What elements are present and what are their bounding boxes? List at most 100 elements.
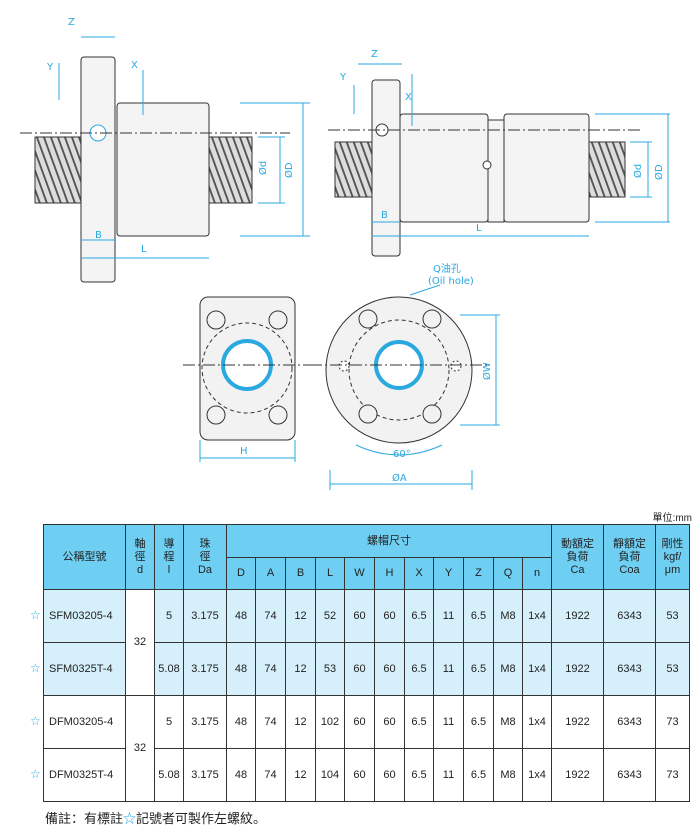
- unit-label: 單位:mm: [652, 513, 692, 524]
- header-H: H: [374, 557, 405, 590]
- single-nut-side-view: [20, 56, 290, 283]
- cell-X: 6.5: [404, 589, 434, 643]
- dim-h-label: H: [240, 446, 248, 457]
- round-flange-front-view: [310, 296, 490, 444]
- cell-W: 60: [344, 589, 375, 643]
- cell-Z: 6.5: [463, 642, 494, 696]
- header-model: 公稱型號: [43, 524, 126, 590]
- star-icon: ☆: [30, 608, 41, 622]
- cell-k: 53: [655, 589, 690, 643]
- cell-X: 6.5: [404, 748, 434, 802]
- cell-D: 48: [226, 695, 256, 749]
- cell-Z: 6.5: [463, 695, 494, 749]
- cell-ca: 1922: [551, 642, 604, 696]
- header-D: D: [226, 557, 256, 590]
- cell-Y: 11: [433, 589, 464, 643]
- star-icon: ☆: [123, 811, 137, 826]
- note-suffix: 記號者可製作左螺紋。: [136, 811, 267, 826]
- cell-Y: 11: [433, 695, 464, 749]
- dim-x-label-2: X: [405, 92, 412, 103]
- cell-W: 60: [344, 695, 375, 749]
- header-coa: 靜額定 負荷 Coa: [603, 524, 656, 590]
- cell-A: 74: [255, 589, 286, 643]
- dim-y-label-2: Y: [339, 72, 347, 83]
- header-Q: Q: [493, 557, 523, 590]
- header-n: n: [522, 557, 552, 590]
- cell-Q: M8: [493, 695, 523, 749]
- dim-l-label: L: [141, 244, 147, 255]
- double-nut-side-view: [328, 79, 640, 257]
- cell-L: 53: [315, 642, 345, 696]
- cell-k: 73: [655, 695, 690, 749]
- header-rigidity: 剛性 kgf/ μm: [655, 524, 690, 590]
- header-Y: Y: [433, 557, 464, 590]
- header-ca: 動額定 負荷 Ca: [551, 524, 604, 590]
- dim-b-label-2: B: [381, 210, 388, 221]
- cell-B: 12: [285, 748, 316, 802]
- cell-ca: 1922: [551, 589, 604, 643]
- cell-lead: 5: [154, 589, 184, 643]
- header-A: A: [255, 557, 286, 590]
- cell-A: 74: [255, 748, 286, 802]
- cell-shaft: 32: [125, 695, 155, 802]
- cell-B: 12: [285, 695, 316, 749]
- cell-H: 60: [374, 642, 405, 696]
- footnote: 備註：有標註☆記號者可製作左螺紋。: [45, 808, 266, 827]
- cell-X: 6.5: [404, 695, 434, 749]
- cell-lead: 5.08: [154, 642, 184, 696]
- cell-n: 1x4: [522, 642, 552, 696]
- dim-D-label-2: ØD: [653, 164, 665, 180]
- ball-screw-nut-drawings: Z Y X Ød ØD B L Z Y X Ød ØD B L H 60° ØA…: [20, 17, 670, 490]
- cell-k: 53: [655, 642, 690, 696]
- cell-B: 12: [285, 589, 316, 643]
- cell-model: DFM0325T-4: [43, 748, 126, 802]
- cell-lead: 5: [154, 695, 184, 749]
- cell-coa: 6343: [603, 589, 656, 643]
- cell-D: 48: [226, 642, 256, 696]
- cell-H: 60: [374, 589, 405, 643]
- star-icon: ☆: [30, 714, 41, 728]
- cell-L: 104: [315, 748, 345, 802]
- dim-a-label: ØA: [392, 472, 407, 484]
- dim-d-label: Ød: [257, 161, 269, 175]
- cell-Y: 11: [433, 642, 464, 696]
- dim-l-label-2: L: [476, 223, 482, 234]
- cell-Q: M8: [493, 748, 523, 802]
- header-X: X: [404, 557, 434, 590]
- header-L: L: [315, 557, 345, 590]
- cell-W: 60: [344, 642, 375, 696]
- header-shaft: 軸 徑 d: [125, 524, 155, 590]
- cell-n: 1x4: [522, 695, 552, 749]
- square-flange-front-view: [183, 296, 310, 441]
- cell-D: 48: [226, 748, 256, 802]
- cell-X: 6.5: [404, 642, 434, 696]
- star-icon: ☆: [30, 767, 41, 781]
- cell-ball: 3.175: [183, 642, 227, 696]
- cell-model: DFM03205-4: [43, 695, 126, 749]
- cell-n: 1x4: [522, 748, 552, 802]
- cell-ball: 3.175: [183, 695, 227, 749]
- cell-B: 12: [285, 642, 316, 696]
- dim-b-label: B: [95, 230, 102, 241]
- oil-hole-en-label: (Oil hole): [428, 276, 474, 287]
- oil-hole-label: Q油孔: [433, 262, 461, 275]
- cell-Z: 6.5: [463, 589, 494, 643]
- cell-ball: 3.175: [183, 748, 227, 802]
- cell-L: 102: [315, 695, 345, 749]
- cell-ca: 1922: [551, 748, 604, 802]
- cell-Z: 6.5: [463, 748, 494, 802]
- cell-ball: 3.175: [183, 589, 227, 643]
- cell-W: 60: [344, 748, 375, 802]
- cell-H: 60: [374, 695, 405, 749]
- dim-D-label: ØD: [283, 162, 295, 178]
- header-W: W: [344, 557, 375, 590]
- cell-shaft: 32: [125, 589, 155, 696]
- cell-Y: 11: [433, 748, 464, 802]
- dim-y-label: Y: [46, 62, 54, 73]
- star-icon: ☆: [30, 661, 41, 675]
- dim-z-label: Z: [68, 17, 75, 28]
